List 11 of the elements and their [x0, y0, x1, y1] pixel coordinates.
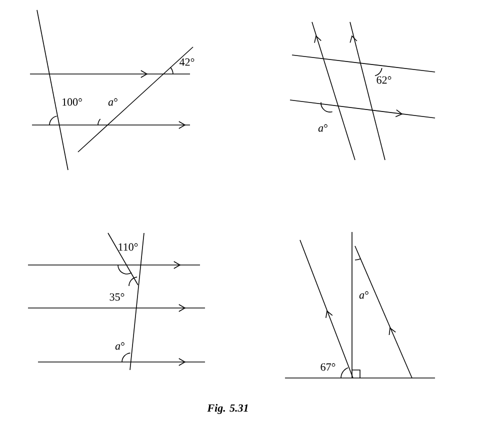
- figure-caption: Fig. 5.31: [207, 404, 248, 414]
- angle-label: a°: [318, 124, 328, 132]
- angle-label: 67°: [320, 363, 336, 371]
- angle-label: 110°: [118, 243, 138, 251]
- angle-label: 42°: [180, 58, 194, 66]
- angle-label: a°: [108, 98, 118, 106]
- angle-label: 62°: [376, 76, 392, 84]
- angle-label: a°: [359, 291, 368, 299]
- angle-label: 100°: [62, 98, 82, 106]
- angle-label: 35°: [110, 293, 124, 301]
- angle-label: a°: [115, 342, 124, 350]
